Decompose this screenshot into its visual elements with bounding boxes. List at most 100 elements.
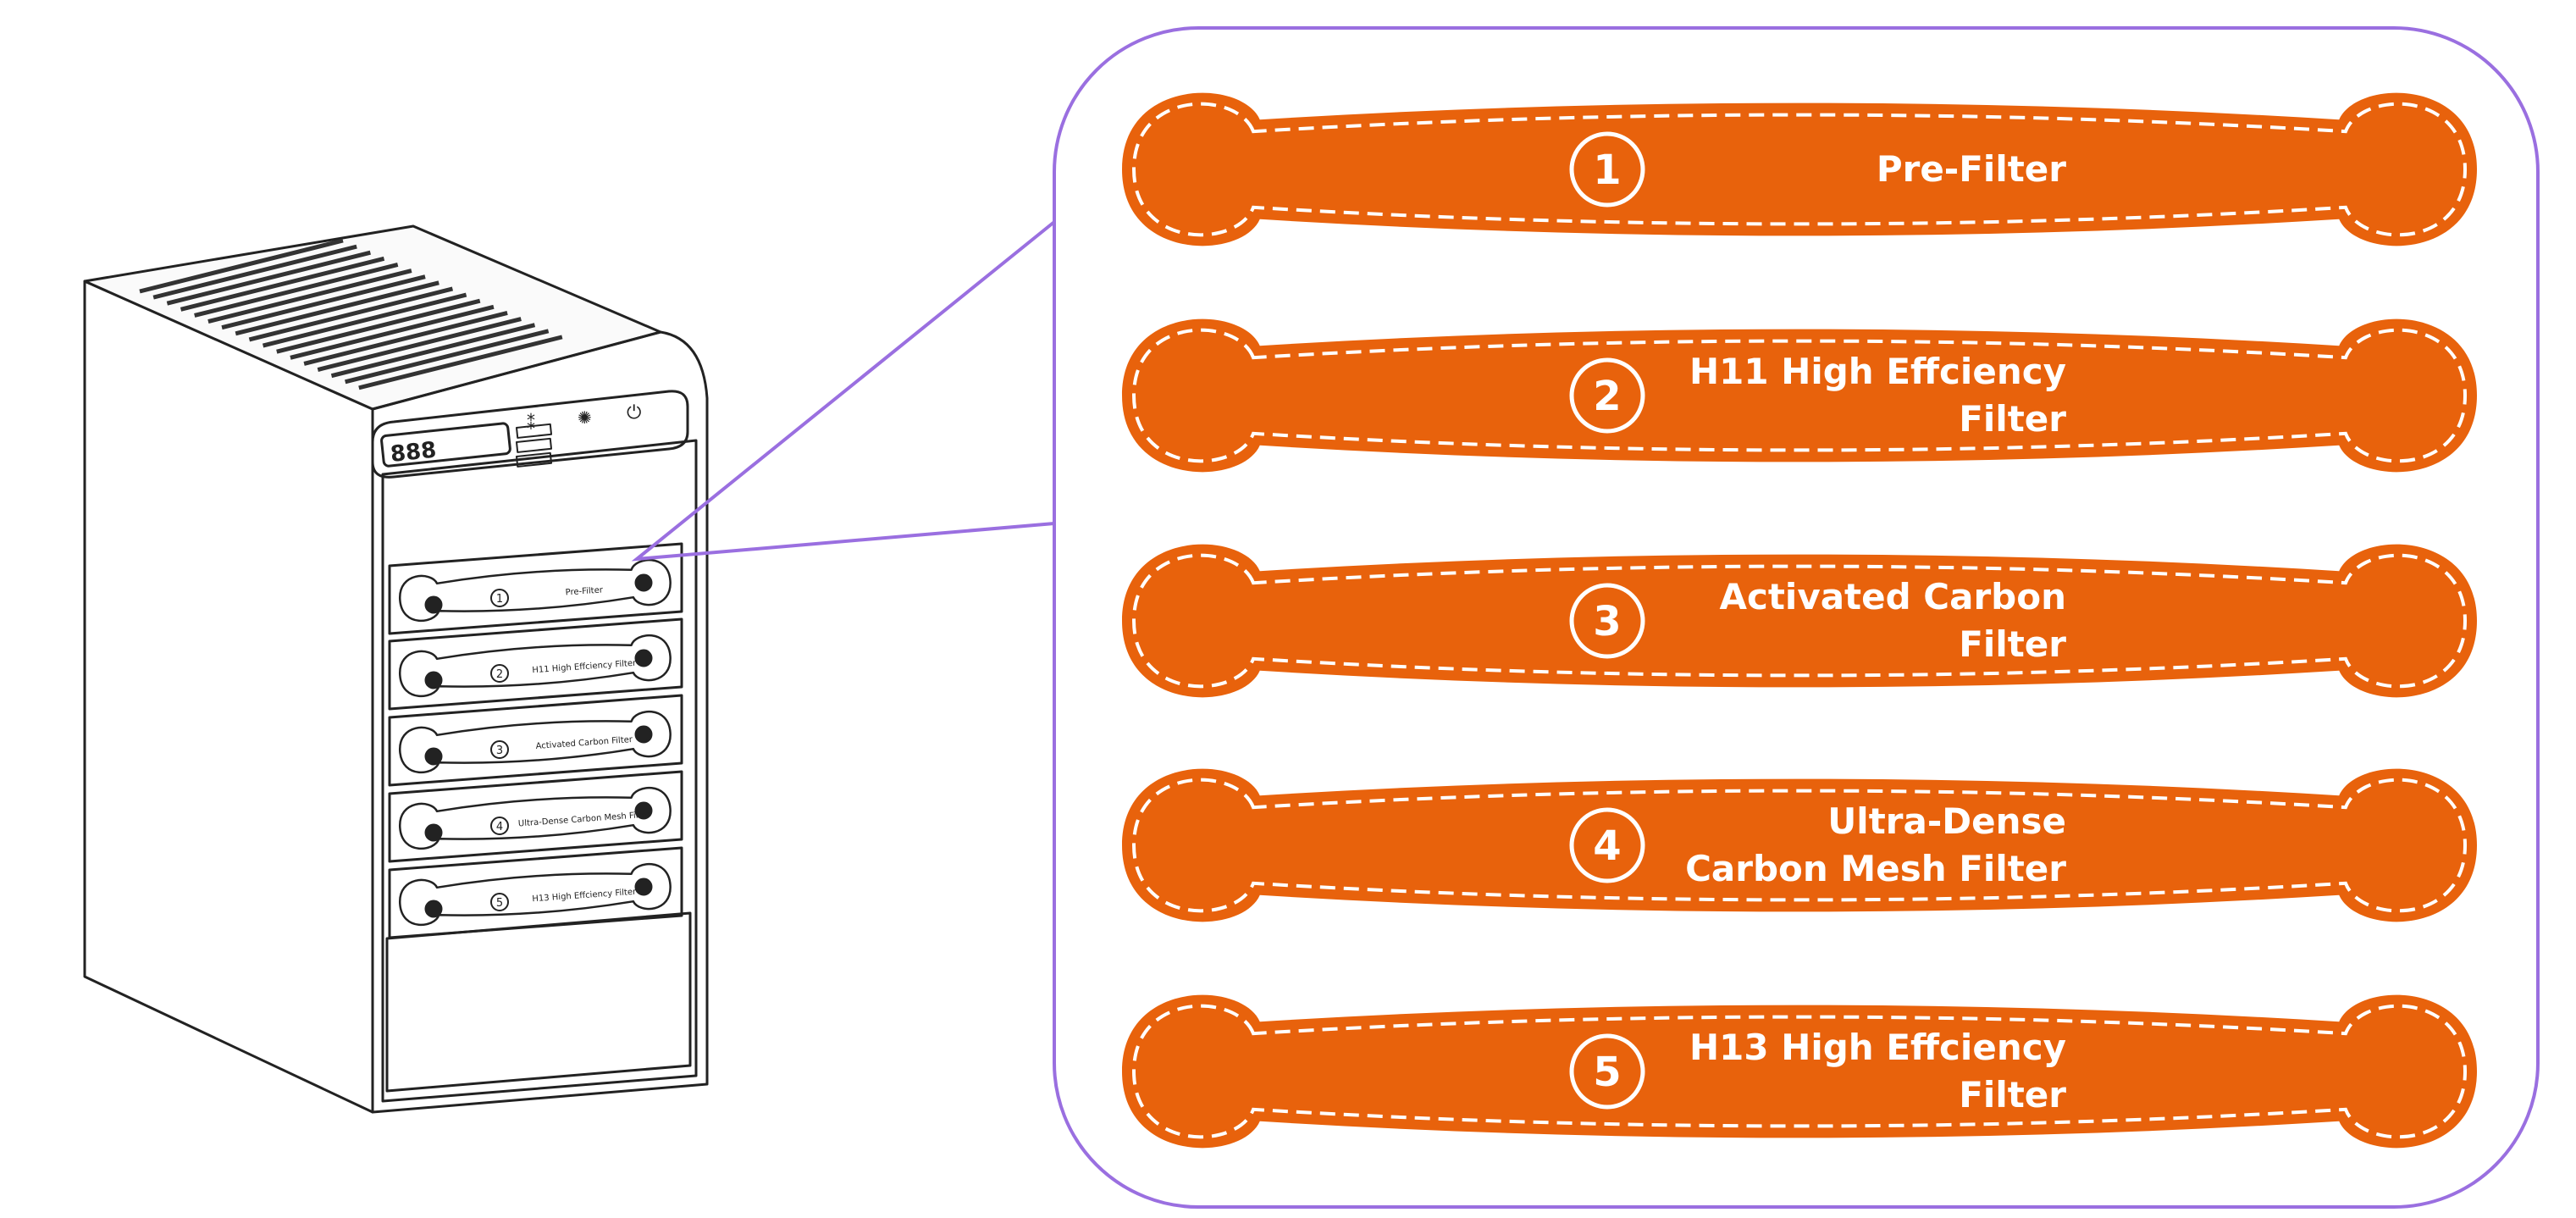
filter-number: 5: [1593, 1049, 1621, 1096]
grille-slat: [221, 274, 426, 330]
drawer-frame: [388, 542, 683, 635]
filter-tag-1: 1 Pre-Filter: [1122, 92, 2477, 246]
callout-pointer-line: [631, 220, 1056, 562]
drawer-tag: [399, 787, 672, 850]
drawer-number-badge: [490, 589, 509, 607]
filter-number-badge: [1569, 357, 1645, 434]
fan-speed-icon: ⁑: [527, 413, 535, 434]
filter-number-badge: [1569, 807, 1645, 883]
drawer-number-badge: [490, 817, 509, 835]
status-indicators: [516, 423, 553, 468]
filter-tag-shape: [1122, 544, 2477, 698]
control-panel: [371, 390, 689, 479]
filter-number: 3: [1593, 598, 1621, 645]
top-grille-slats: [139, 238, 563, 390]
filter-tag-stitching: [1131, 778, 2468, 913]
front-face-border: [381, 439, 698, 1103]
drawer-handle-left: [424, 747, 443, 766]
grille-slat: [194, 263, 399, 318]
drawer-number: 2: [496, 668, 503, 681]
drawer-number-badge: [490, 664, 509, 683]
filter-number: 2: [1593, 373, 1621, 420]
grille-slat: [207, 269, 412, 324]
drawer-frame: [388, 617, 683, 711]
grille-slat: [303, 310, 508, 366]
drawer-label: Pre-Filter: [565, 585, 604, 597]
filter-tag-shape: [1122, 318, 2477, 473]
filter-number: 1: [1593, 147, 1621, 194]
filter-label-line: Activated Carbon: [1719, 576, 2066, 617]
drawer-handle-left: [424, 671, 443, 689]
drawer-handle-right: [634, 878, 653, 896]
drawer-tag: [399, 634, 672, 697]
drawer-number: 5: [496, 897, 503, 910]
drawer-handle-right: [634, 801, 653, 820]
power-icon: ⏻: [627, 402, 641, 424]
drawer-tag: [399, 711, 672, 773]
filter-tag-shape: [1122, 92, 2477, 246]
filter-number-badge: [1569, 131, 1645, 208]
filter-tag-shape: [1122, 994, 2477, 1149]
grille-slat: [276, 298, 481, 354]
drawer-frame: [388, 694, 683, 787]
grille-slat: [358, 335, 563, 390]
purifier-side-panel: [83, 280, 374, 1114]
filter-label-line: Carbon Mesh Filter: [1685, 848, 2066, 889]
display-digits: 888: [390, 437, 438, 468]
drawer-number: 3: [496, 745, 503, 757]
filter-label-line: Filter: [1959, 398, 2066, 440]
drawer-number-badge: [490, 740, 509, 759]
grille-slat: [317, 317, 522, 372]
filter-tag-stitching: [1131, 553, 2468, 689]
grille-slat: [248, 286, 454, 342]
mode-icon: ✺: [578, 407, 592, 428]
filter-tag-stitching: [1131, 328, 2468, 463]
grille-slat: [290, 304, 495, 360]
filter-label-line: Filter: [1959, 623, 2066, 665]
drawer-tag: [399, 559, 672, 622]
drawer-number-badge: [490, 893, 509, 911]
filter-tag-stitching: [1131, 102, 2468, 237]
filter-number-badge: [1569, 583, 1645, 659]
filter-number: 4: [1593, 822, 1621, 870]
drawer-handle-left: [424, 900, 443, 918]
grille-slat: [139, 238, 344, 294]
purifier-front-face: [371, 330, 709, 1114]
drawer-frame: [388, 846, 683, 939]
bottom-panel: [385, 911, 692, 1093]
drawer-handle-left: [424, 823, 443, 842]
filter-label-line: Ultra-Dense: [1827, 800, 2066, 842]
drawer-handle-right: [634, 725, 653, 744]
grille-slat: [152, 244, 357, 300]
filter-label-line: Pre-Filter: [1877, 148, 2066, 190]
grille-slat: [345, 329, 550, 385]
filter-label-line: Filter: [1959, 1074, 2066, 1116]
drawer-frame: [388, 770, 683, 863]
drawer-number: 4: [496, 821, 503, 833]
display-window: [380, 422, 511, 468]
filter-tag-stitching: [1131, 1004, 2468, 1139]
grille-slat: [235, 280, 439, 336]
filter-label-line: H13 High Effciency: [1689, 1027, 2066, 1068]
grille-slat: [330, 323, 536, 379]
drawer-handle-right: [634, 573, 653, 592]
filter-number-badge: [1569, 1033, 1645, 1110]
filter-tag-shape: [1122, 768, 2477, 922]
grille-slat: [262, 292, 467, 348]
drawer-handle-right: [634, 649, 653, 667]
filter-label-line: H11 High Effciency: [1689, 351, 2066, 392]
grille-slat: [166, 250, 371, 306]
drawer-tag: [399, 863, 672, 926]
grille-slat: [180, 256, 385, 312]
